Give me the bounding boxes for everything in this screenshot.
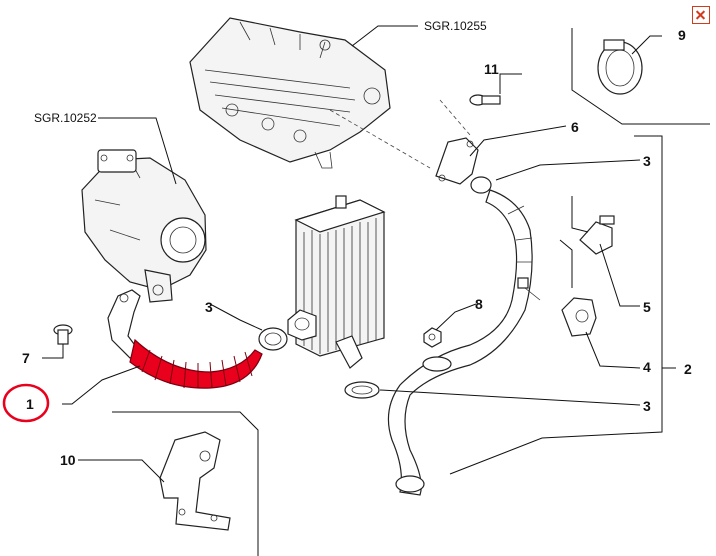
bracket-10: [159, 431, 231, 531]
callout-6: 6: [571, 119, 579, 135]
callout-1: 1: [26, 396, 34, 412]
callout-10: 10: [60, 452, 76, 468]
flange-6: [435, 137, 479, 185]
callout-7: 7: [22, 350, 30, 366]
intake-manifold: [189, 17, 391, 169]
highlight-circle: [2, 383, 50, 423]
callout-9: 9: [678, 27, 686, 43]
intercooler: [287, 195, 386, 369]
callout-5: 5: [643, 299, 651, 315]
manifold-ref-label: SGR.10255: [424, 19, 487, 33]
callout-11: 11: [484, 61, 499, 77]
nut-8: [423, 327, 442, 348]
hose-clamp-3c: [344, 381, 380, 399]
hose-clamp-3b: [470, 176, 492, 194]
intercooler-inlet-hose-highlighted: [129, 338, 263, 389]
turbo-ref-label: SGR.10252: [34, 111, 97, 125]
intercooler-outlet-pipe: [387, 189, 541, 496]
bolt-11: [469, 94, 501, 106]
callout-8: 8: [475, 296, 483, 312]
callout-3-bottom: 3: [643, 398, 651, 414]
turbo-outlet-pipe: [107, 289, 141, 359]
callout-3-top: 3: [643, 153, 651, 169]
pipe-clip: [422, 356, 452, 372]
hose-clamp-9: [597, 39, 643, 95]
sensor-5: [579, 215, 615, 255]
bolt-7: [53, 324, 73, 345]
callout-2: 2: [684, 361, 692, 377]
valve-4: [561, 297, 597, 337]
hose-clamp-3a: [258, 327, 288, 351]
callout-4: 4: [643, 359, 651, 375]
turbocharger: [81, 149, 207, 303]
callout-3-left: 3: [205, 299, 213, 315]
close-icon[interactable]: [692, 6, 710, 24]
